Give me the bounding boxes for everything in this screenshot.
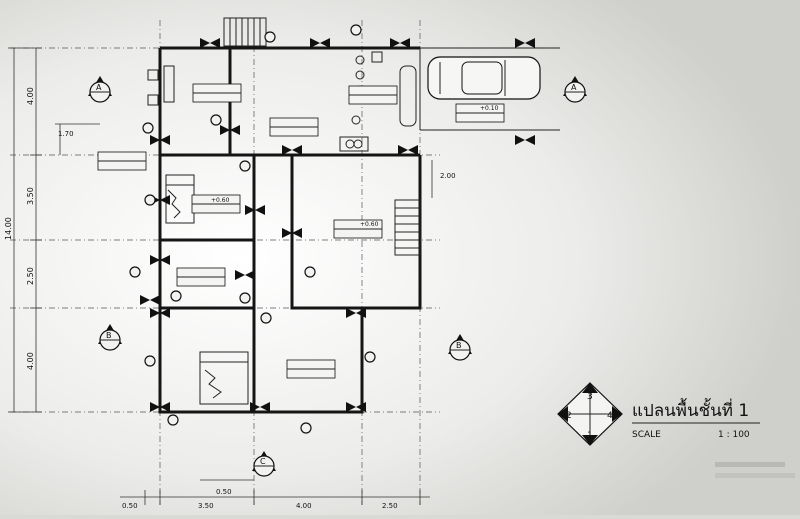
section-marker-b-left (98, 324, 122, 351)
scale-label: SCALE (632, 430, 661, 440)
left-dimension-chain (8, 47, 100, 413)
section-c-label: C (260, 457, 266, 466)
dim-left-6: 4.00 (26, 352, 35, 370)
dim-left-5: 2.50 (26, 267, 35, 285)
key-number-2: 2 (566, 411, 572, 421)
door-tags (129, 24, 376, 434)
section-marker-c (252, 451, 276, 477)
dim-left-2: 1.70 (58, 130, 74, 138)
key-number-4: 4 (607, 411, 613, 421)
section-marker-a-right (563, 76, 587, 103)
section-a-label-right: A (571, 83, 577, 92)
section-a-label-left: A (96, 83, 102, 92)
level-bedroom: +0.60 (211, 197, 230, 204)
dim-left-1: 4.00 (26, 87, 35, 105)
elevation-key-marker (557, 382, 623, 446)
window-markers (140, 38, 535, 412)
dim-bottom-2: 3.50 (198, 502, 214, 510)
planter-box (399, 65, 417, 127)
section-b-label-left: B (106, 331, 112, 340)
stair-top (223, 17, 267, 47)
dim-bottom-5: 2.50 (382, 502, 398, 510)
section-b-label-right: B (456, 341, 462, 350)
key-number-3: 3 (587, 392, 593, 402)
room-tags (97, 83, 505, 379)
bed-bedroom-3 (199, 351, 249, 405)
section-marker-a-left (88, 76, 112, 103)
level-living: +0.60 (360, 221, 379, 228)
stair-main (394, 199, 421, 256)
dim-stair: 2.00 (440, 172, 456, 180)
dim-left-3: 3.50 (26, 187, 35, 205)
kitchen-counter (147, 65, 175, 106)
level-carport: +0.10 (480, 105, 499, 112)
dim-bottom-4: 4.00 (296, 502, 312, 510)
dim-left-4: 14.00 (4, 217, 13, 240)
key-number-1: 1 (587, 431, 593, 441)
scale-value: 1 : 100 (718, 430, 750, 440)
section-marker-b-right (448, 334, 472, 361)
drawing-title: แปลนพื้นชั้นที่ 1 (632, 398, 749, 421)
car-icon (427, 56, 541, 100)
sofa-set (339, 136, 369, 152)
bottom-dimension-chain (120, 479, 430, 505)
dim-bottom-3: 0.50 (216, 488, 232, 496)
dim-bottom-1: 0.50 (122, 502, 138, 510)
faint-notes (715, 462, 795, 478)
